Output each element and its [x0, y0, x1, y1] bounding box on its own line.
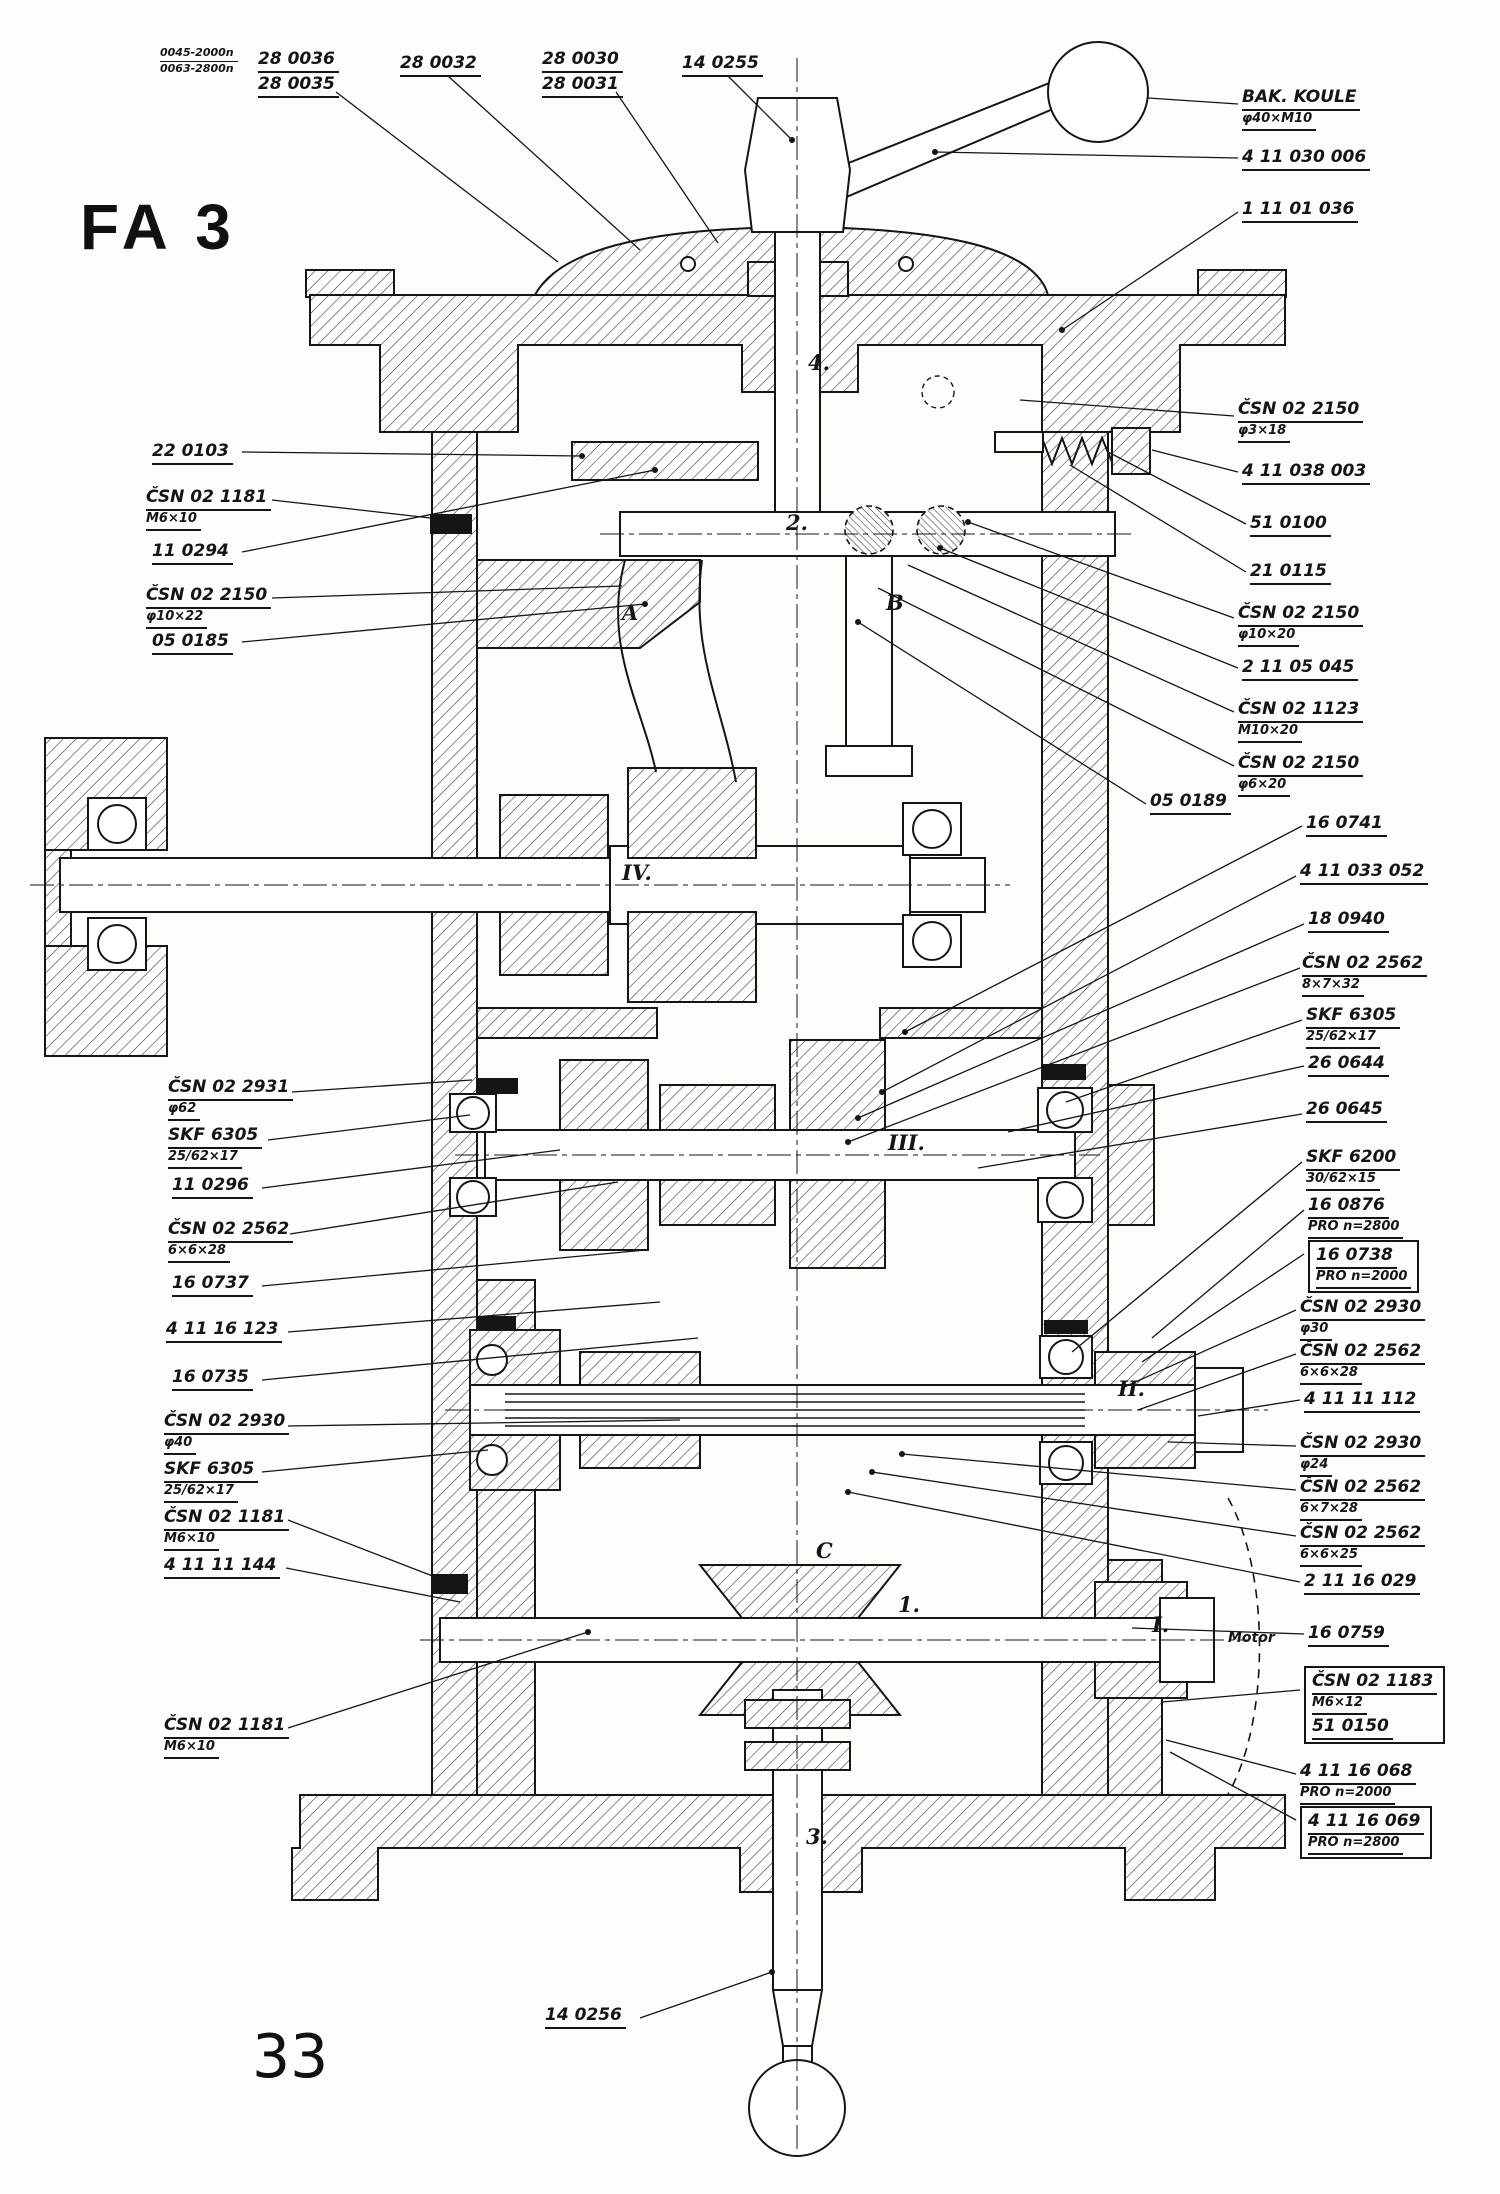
part-label: 4 11 16 123	[166, 1318, 283, 1344]
shaft-iii	[449, 1039, 1155, 1269]
part-label: 11 0296	[172, 1174, 253, 1200]
section-mark: 1.	[898, 1592, 920, 1617]
section-mark: 3.	[806, 1824, 828, 1849]
drawing-title: FA 3	[80, 191, 237, 263]
section-mark: III.	[888, 1130, 925, 1155]
part-label: 4 11 033 052	[1300, 860, 1429, 886]
part-label: 16 0737	[172, 1272, 253, 1298]
part-label: 18 0940	[1308, 908, 1389, 934]
part-label: 26 0645	[1306, 1098, 1387, 1124]
part-label: 21 0115	[1250, 560, 1331, 586]
section-mark: B	[886, 590, 904, 615]
section-mark: A	[622, 600, 639, 625]
part-label: 16 0735	[172, 1366, 253, 1392]
section-mark: C	[816, 1538, 833, 1563]
section-mark: IV.	[622, 860, 652, 885]
part-label: 16 0741	[1306, 812, 1387, 838]
part-label: 28 0032	[400, 52, 481, 78]
part-label: 16 0759	[1308, 1622, 1389, 1648]
part-label: 2 11 05 045	[1242, 656, 1359, 682]
part-label: 05 0185	[152, 630, 233, 656]
part-label: 26 0644	[1308, 1052, 1389, 1078]
spindle-flange	[44, 737, 168, 1057]
part-label: 4 11 11 144	[164, 1554, 281, 1580]
part-label: 14 0256	[545, 2004, 626, 2030]
part-label: 51 0100	[1250, 512, 1331, 538]
page-number: 33	[252, 2022, 329, 2092]
section-mark: 4.	[808, 350, 830, 375]
section-mark: I.	[1152, 1612, 1170, 1637]
part-label: 4 11 11 112	[1304, 1388, 1421, 1414]
part-label: 4 11 038 003	[1242, 460, 1371, 486]
leader-lines	[241, 75, 1305, 2019]
part-label: 14 0255	[682, 52, 763, 78]
part-label: 1 11 01 036	[1242, 198, 1359, 224]
part-label: 22 0103	[152, 440, 233, 466]
shaft-ii	[469, 1316, 1244, 1491]
section-mark: II.	[1118, 1376, 1145, 1401]
part-label: 11 0294	[152, 540, 233, 566]
centerlines	[30, 58, 1268, 2150]
part-label: 4 11 030 006	[1242, 146, 1371, 172]
section-mark: Motor	[1228, 1630, 1275, 1646]
part-label: 05 0189	[1150, 790, 1231, 816]
section-mark: 2.	[786, 510, 808, 535]
part-label: 2 11 16 029	[1304, 1570, 1421, 1596]
